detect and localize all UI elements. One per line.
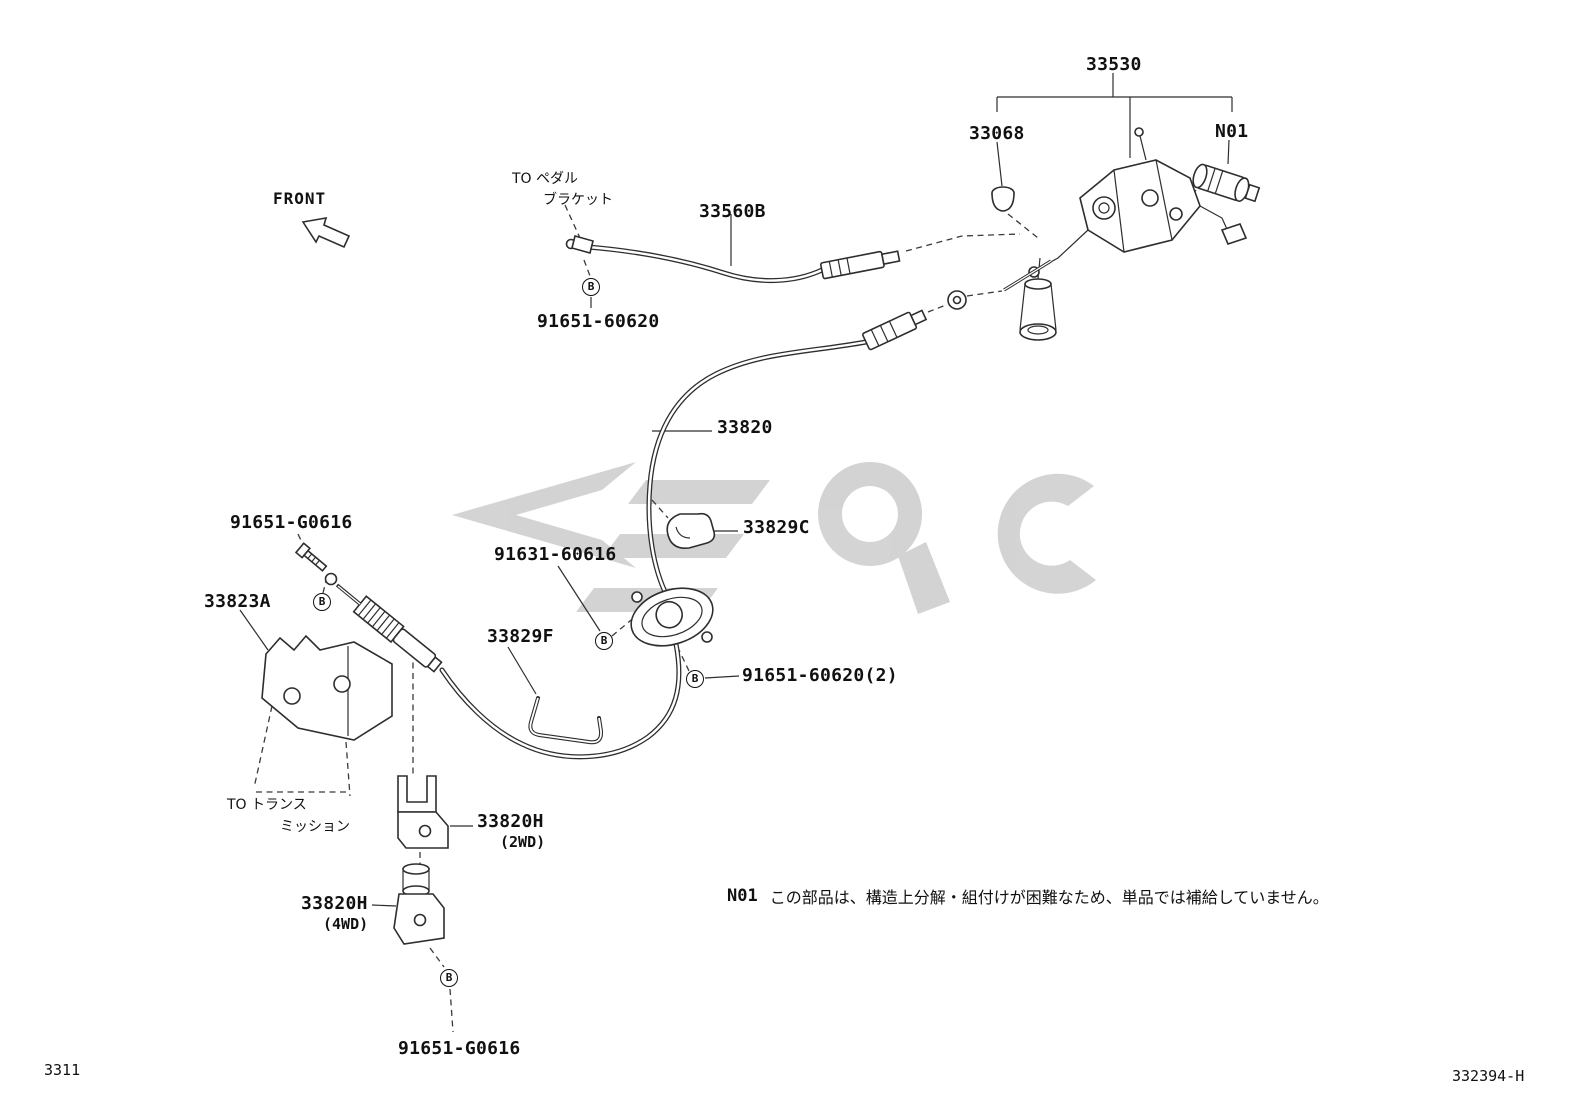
fastener-marker-b-4: B (686, 670, 704, 688)
cable-33820 (439, 290, 967, 760)
leader-lines (239, 73, 1233, 907)
page-number: 3311 (44, 1061, 81, 1079)
callout-33820H-4wd: 33820H (301, 893, 368, 914)
part-N01 (1192, 163, 1261, 203)
cable-end-clevis (565, 235, 594, 254)
callout-33820H-2wd-drive: (2WD) (500, 833, 546, 851)
bracket-33823A (261, 634, 393, 741)
front-label: FRONT (273, 189, 327, 208)
clip-33829C (666, 512, 716, 550)
ref-to-pedal-line2: ブラケット (543, 192, 613, 208)
front-arrow (301, 216, 351, 249)
cable-adjuster-lower (324, 572, 443, 673)
hook-33829F (528, 696, 604, 745)
fastener-marker-b-2: B (313, 593, 331, 611)
callout-33560B: 33560B (699, 201, 766, 222)
callout-33530: 33530 (1086, 54, 1142, 75)
callout-33829F: 33829F (487, 626, 554, 647)
cable-33560B (565, 235, 901, 284)
watermark-logo (452, 462, 1096, 614)
callout-33829C: 33829C (743, 517, 810, 538)
cable-end-fitting (862, 309, 928, 351)
bracket-33820H-4wd (393, 863, 445, 945)
callout-33068: 33068 (969, 123, 1025, 144)
fastener-marker-b-3: B (595, 632, 613, 650)
cable-adjuster-upper (820, 250, 901, 280)
callout-91651-60620: 91651-60620 (537, 311, 660, 332)
callout-N01: N01 (1215, 121, 1249, 142)
drawing-code: 332394-H (1452, 1067, 1525, 1085)
callout-33820H-4wd-drive: (4WD) (323, 915, 369, 933)
assembly-33530 (1003, 127, 1248, 341)
callout-91651-G0616-lower: 91651-G0616 (398, 1038, 521, 1059)
callout-33820H-2wd: 33820H (477, 811, 544, 832)
callout-91651-G0616-upper: 91651-G0616 (230, 512, 353, 533)
fastener-marker-b-5: B (440, 969, 458, 987)
fastener-marker-b-1: B (582, 278, 600, 296)
ref-to-pedal-line1: TO ペダル (512, 171, 579, 187)
footnote-n01: N01 この部品は、構造上分解・組付けが困難なため、単品では補給していません。 (727, 884, 1329, 908)
bolt-91651-g0616-upper (294, 542, 328, 572)
callout-91651-60620-x2: 91651-60620(2) (742, 665, 898, 686)
callout-33820: 33820 (717, 417, 773, 438)
grommet-retainer (630, 587, 714, 647)
callout-33823A: 33823A (204, 591, 271, 612)
bracket-33820H-2wd (397, 775, 449, 849)
footnote-code: N01 (727, 886, 758, 906)
footnote-text: この部品は、構造上分解・組付けが困難なため、単品では補給していません。 (769, 888, 1329, 907)
ref-to-trans-line2: ミッション (280, 819, 350, 835)
callout-91631-60616: 91631-60616 (494, 544, 617, 565)
grommet-33068 (991, 186, 1015, 212)
ref-to-trans-line1: TO トランス (227, 797, 307, 813)
